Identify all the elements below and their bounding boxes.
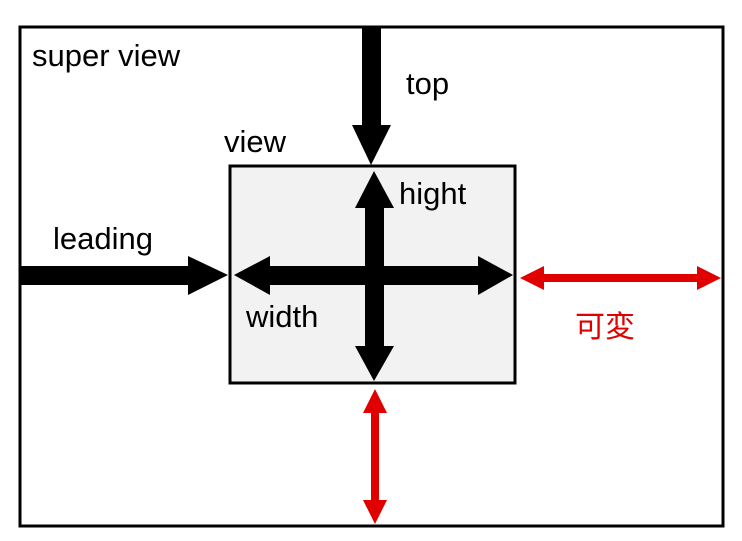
- width-label: width: [246, 299, 319, 334]
- variable-label: 可変: [575, 310, 635, 345]
- variable-vertical-arrow: [363, 389, 387, 524]
- top-label: top: [406, 66, 450, 101]
- super-view-label: super view: [32, 38, 181, 73]
- leading-label: leading: [53, 221, 153, 256]
- top-constraint-arrow: [352, 27, 391, 165]
- hight-label: hight: [399, 176, 467, 211]
- hight-arrow: [355, 171, 394, 381]
- variable-horizontal-arrow: [520, 266, 721, 290]
- view-label: view: [224, 124, 287, 159]
- leading-constraint-arrow: [20, 256, 228, 295]
